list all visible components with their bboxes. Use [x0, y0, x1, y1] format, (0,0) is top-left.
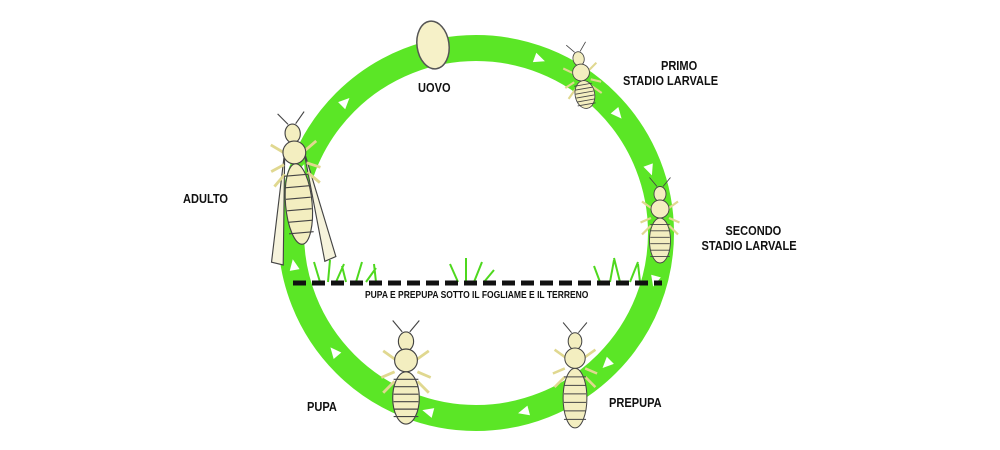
- pupa-icon: [380, 320, 432, 425]
- arrow-icon: [602, 356, 614, 369]
- arrow-icon: [518, 405, 531, 416]
- grass: [313, 257, 641, 283]
- label-first-larva-line1: PRIMO: [660, 58, 698, 73]
- label-egg: UOVO: [418, 80, 451, 95]
- prepupa-icon: [552, 322, 598, 429]
- arrow-icon: [338, 97, 350, 110]
- label-ground-note: PUPA E PREPUPA SOTTO IL FOGLIAME E IL TE…: [365, 290, 589, 301]
- arrow-icon: [610, 107, 622, 119]
- label-second-larva-line2: STADIO LARVALE: [701, 238, 797, 253]
- egg-icon: [416, 20, 450, 70]
- label-second-larva-line1: SECONDO: [725, 223, 782, 238]
- second-larva-icon: [640, 177, 680, 264]
- label-pupa: PUPA: [307, 399, 337, 414]
- arrow-icon: [330, 347, 342, 359]
- label-adult: ADULTO: [183, 191, 229, 206]
- first-larva-icon: [562, 41, 603, 109]
- arrow-icon: [643, 163, 653, 176]
- adult-icon: [270, 111, 337, 266]
- arrow-icon: [422, 408, 435, 418]
- arrow-icon: [532, 52, 545, 63]
- arrow-icon: [289, 259, 300, 271]
- label-prepupa: PREPUPA: [609, 395, 662, 410]
- label-first-larva-line2: STADIO LARVALE: [623, 73, 719, 88]
